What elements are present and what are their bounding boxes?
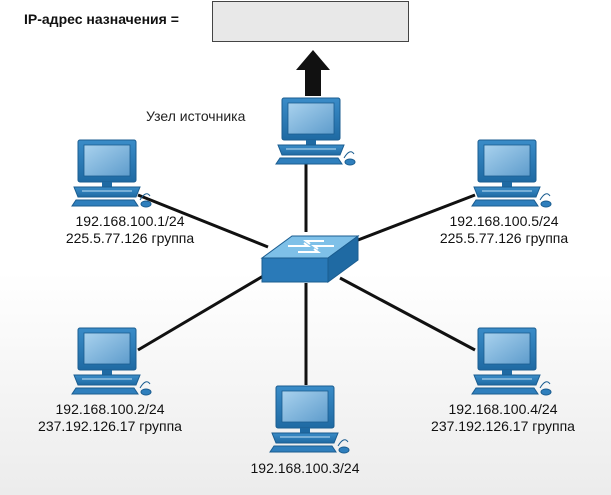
link-host-4 (339, 276, 476, 352)
host-2-computer-icon (71, 327, 152, 396)
host-5-group: 225.5.77.126 группа (439, 230, 569, 246)
host-1-group: 225.5.77.126 группа (65, 230, 195, 246)
host-2-ip: 192.168.100.2/24 (55, 401, 165, 417)
host-1-ip: 192.168.100.1/24 (75, 213, 185, 229)
host-3-ip: 192.168.100.3/24 (250, 460, 360, 476)
host-4-group: 237.192.126.17 группа (431, 418, 575, 434)
host-4-computer-icon (471, 327, 552, 396)
destination-ip-box (212, 1, 409, 42)
host-5-computer-icon (471, 139, 552, 208)
links (137, 160, 476, 385)
host-4-label: 192.168.100.4/24 237.192.126.17 группа (403, 401, 603, 435)
source-host-label: Узел источника (146, 108, 246, 124)
host-4-ip: 192.168.100.4/24 (448, 401, 558, 417)
link-host-1 (137, 193, 269, 249)
host-5-label: 192.168.100.5/24 225.5.77.126 группа (404, 213, 604, 247)
switch-icon (260, 235, 360, 283)
host-3-label: 192.168.100.3/24 (205, 460, 405, 477)
link-host-5 (344, 193, 476, 247)
destination-label: IP-адрес назначения = (24, 11, 179, 27)
up-arrow-icon (296, 50, 330, 96)
source-host-computer-icon (275, 97, 356, 166)
host-1-label: 192.168.100.1/24 225.5.77.126 группа (30, 213, 230, 247)
link-host-2 (137, 270, 271, 352)
host-2-label: 192.168.100.2/24 237.192.126.17 группа (10, 401, 210, 435)
host-3-computer-icon (269, 385, 350, 454)
host-5-ip: 192.168.100.5/24 (449, 213, 559, 229)
host-2-group: 237.192.126.17 группа (38, 418, 182, 434)
